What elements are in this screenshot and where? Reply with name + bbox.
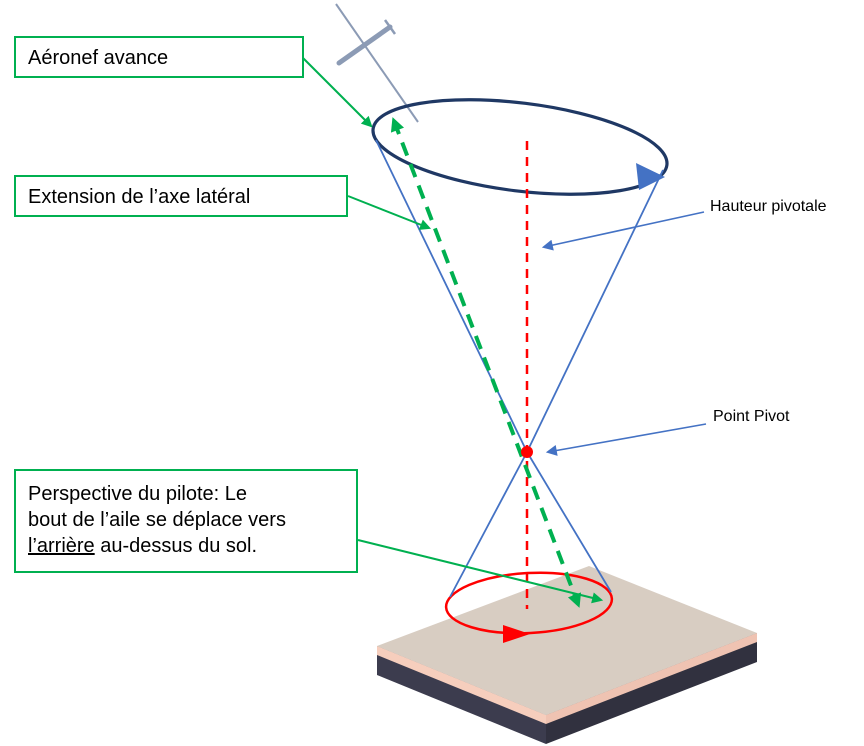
lateral-axis-dashed-line	[390, 117, 582, 608]
perspective-line-3-rest: au-dessus du sol.	[94, 535, 258, 557]
ground-edge-right	[546, 633, 757, 724]
flight-circle	[371, 98, 669, 196]
perspective-line-3: l’arrière au-dessus du sol.	[28, 533, 344, 559]
hauteur-callout-arrow	[541, 211, 705, 251]
pivot-callout-arrow	[545, 423, 707, 456]
extension-label-text: Extension de l’axe latéral	[28, 186, 251, 208]
perspective-line-2: bout de l’aile se déplace vers	[28, 509, 286, 531]
ground-circle-arrow	[503, 625, 530, 643]
perspective-line-1: Perspective du pilote: Le	[28, 483, 248, 505]
aeronef-label-text: Aéronef avance	[28, 47, 169, 69]
hauteur-pivotale-label: Hauteur pivotale	[710, 198, 827, 215]
perspective-underlined-text: l’arrière	[28, 535, 95, 557]
perspective-callout-arrow	[357, 539, 604, 604]
cone-lower-left-edge	[449, 451, 528, 598]
label-box-perspective: Perspective du pilote: Le bout de l’aile…	[14, 469, 358, 573]
ground-top-face	[377, 566, 757, 715]
cone-upper-right-edge	[526, 169, 664, 453]
ground-edge-left	[377, 646, 546, 724]
label-box-aeronef: Aéronef avance	[14, 36, 304, 78]
aircraft-icon	[335, 3, 419, 123]
point-pivot-label: Point Pivot	[713, 408, 790, 425]
flight-direction-arrow	[636, 163, 665, 190]
ground-block	[377, 566, 757, 744]
extension-callout-arrow	[347, 195, 432, 230]
label-box-extension: Extension de l’axe latéral	[14, 175, 348, 217]
aeronef-callout-arrow	[302, 57, 373, 128]
pivot-point-dot	[521, 446, 533, 458]
cone-lower-right-edge	[526, 451, 612, 593]
